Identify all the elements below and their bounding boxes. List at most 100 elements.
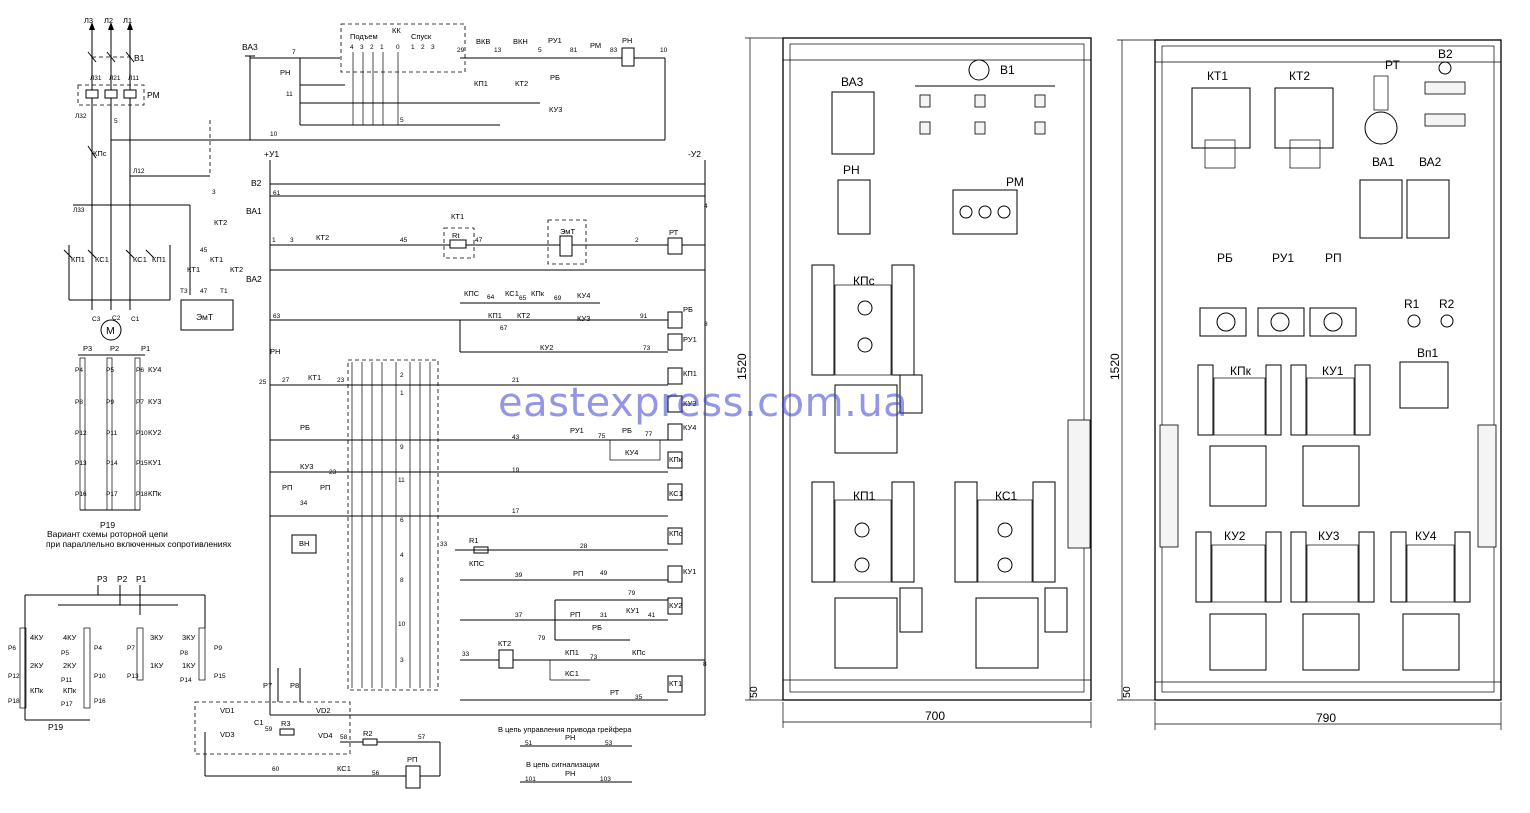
resistor-label: Rt (452, 231, 460, 240)
wire-label: 59 (265, 726, 273, 733)
contact-label: КУ4 (577, 291, 590, 300)
terminal-label: P13 (127, 673, 139, 680)
contact-label: РП (573, 569, 583, 578)
contact-label: РП (570, 610, 580, 619)
wire-label: 61 (273, 190, 281, 197)
terminal-label: P19 (100, 520, 115, 530)
wire-label: 45 (200, 247, 208, 254)
component-label: КТ2 (1289, 69, 1310, 83)
contact-label: КУ2 (540, 343, 553, 352)
terminal-label: P8 (180, 650, 188, 657)
terminal-label: P3 (83, 344, 92, 353)
contact-label: КУ3 (549, 105, 562, 114)
coil-label: РП (407, 755, 417, 764)
contact-label: КПС (464, 289, 480, 298)
step-label: КУ1 (148, 458, 161, 467)
diode-label: VD1 (220, 706, 235, 715)
coil-label: КУ3 (683, 399, 696, 408)
controller-label: Спуск (411, 32, 432, 41)
wire-label: 101 (525, 776, 536, 783)
dimension-width: 790 (1316, 711, 1336, 725)
step-label: КПк (30, 686, 44, 695)
terminal-label: P6 (136, 367, 144, 374)
contact-label: КТ2 (316, 233, 329, 242)
step-number: 11 (398, 477, 405, 484)
wire-label: 34 (300, 500, 308, 507)
wire-label: 31 (600, 612, 608, 619)
wire-label: 10 (660, 47, 668, 54)
wire-label: 29 (457, 47, 465, 54)
contact-label: КП1 (565, 648, 579, 657)
terminal-label: P7 (263, 681, 272, 690)
wire-label: 35 (635, 694, 643, 701)
contact-label: КТ2 (214, 218, 227, 227)
step-number: 1 (400, 390, 404, 397)
wire-label: 3 (290, 237, 294, 244)
wire-label: 23 (337, 377, 345, 384)
wire-label: 11 (286, 91, 293, 98)
wire-label: 7 (292, 49, 296, 56)
component-label: В1 (1000, 63, 1015, 77)
capacitor-label: C1 (254, 718, 264, 727)
contact-label: КПк (531, 289, 545, 298)
coil-label: ЭмТ (560, 227, 575, 236)
component-label: КТ1 (1207, 69, 1228, 83)
dimension-bottom: 50 (1121, 686, 1133, 698)
terminal-label: P17 (106, 491, 118, 498)
step-label: 4КУ (63, 633, 77, 642)
component-label: РН (843, 163, 860, 177)
rectifier-block: P7 P8 VD1 VD2 VD3 VD4 C1 59 R3 58 R2 57 … (194, 668, 441, 789)
wire-label: 19 (512, 467, 520, 474)
dimension-bottom: 50 (748, 686, 760, 698)
wire-label: 5 (400, 117, 404, 124)
terminal-label: P6 (8, 645, 16, 652)
contact-label: КПС (469, 559, 485, 568)
coil-label: РН (622, 36, 632, 45)
terminal-label: P5 (61, 650, 69, 657)
step-label: 3КУ (182, 633, 196, 642)
step-label: КУ2 (148, 428, 161, 437)
contact-label: КС1 (565, 669, 579, 678)
wire-label: 17 (512, 508, 520, 515)
terminal-label: P10 (94, 673, 106, 680)
signal-caption: В цепь сигнализации (526, 760, 599, 769)
wire-label: 73 (590, 654, 598, 661)
power-circuit: Л3 Л2 Л1 В1 Л31 Л21 Л11 РМ Л32 5 КПс Л12… (46, 16, 665, 549)
breaker-label: ВА2 (246, 274, 262, 284)
position-label: 4 (350, 44, 354, 51)
coil-label: КУ2 (669, 601, 682, 610)
device-label: ВН (299, 539, 309, 548)
terminal-label: P10 (136, 430, 148, 437)
wire-label: 83 (610, 47, 618, 54)
component-label: КС1 (995, 489, 1018, 503)
wire-label: 37 (515, 612, 523, 619)
wire-label: T1 (220, 288, 228, 295)
contact-label: КПс (632, 648, 646, 657)
wire-label: 75 (598, 433, 606, 440)
master-controller-box (340, 23, 466, 73)
terminal-label: P4 (75, 367, 83, 374)
wire-label: 81 (570, 47, 578, 54)
step-number: 6 (400, 517, 404, 524)
wire-label: 53 (605, 740, 613, 747)
terminal-label: P16 (94, 698, 106, 705)
contact-label: КП1 (71, 255, 85, 264)
contact-label: РУ1 (548, 36, 562, 45)
position-label: 2 (421, 44, 425, 51)
voltage-relay-coil (621, 47, 635, 67)
reversing-contactors: КП1 КС1 КС1 КП1 (63, 245, 171, 301)
component-label: КПс (853, 274, 875, 288)
motor-label: M (106, 325, 115, 337)
step-number: 3 (400, 657, 404, 664)
coil-label: КПс (669, 529, 683, 538)
coil-label: ЭмТ (196, 312, 213, 322)
step-number: 9 (400, 444, 404, 451)
wire-label: Л11 (128, 75, 139, 82)
component-label: РТ (1385, 58, 1400, 72)
terminal-label: P3 (97, 574, 108, 584)
terminal-label: P13 (75, 460, 87, 467)
controller-label: Подъем (350, 32, 378, 41)
controller-step-numbers: 2 1 9 11 6 4 8 10 3 (398, 372, 406, 664)
component-label: КП1 (853, 489, 876, 503)
